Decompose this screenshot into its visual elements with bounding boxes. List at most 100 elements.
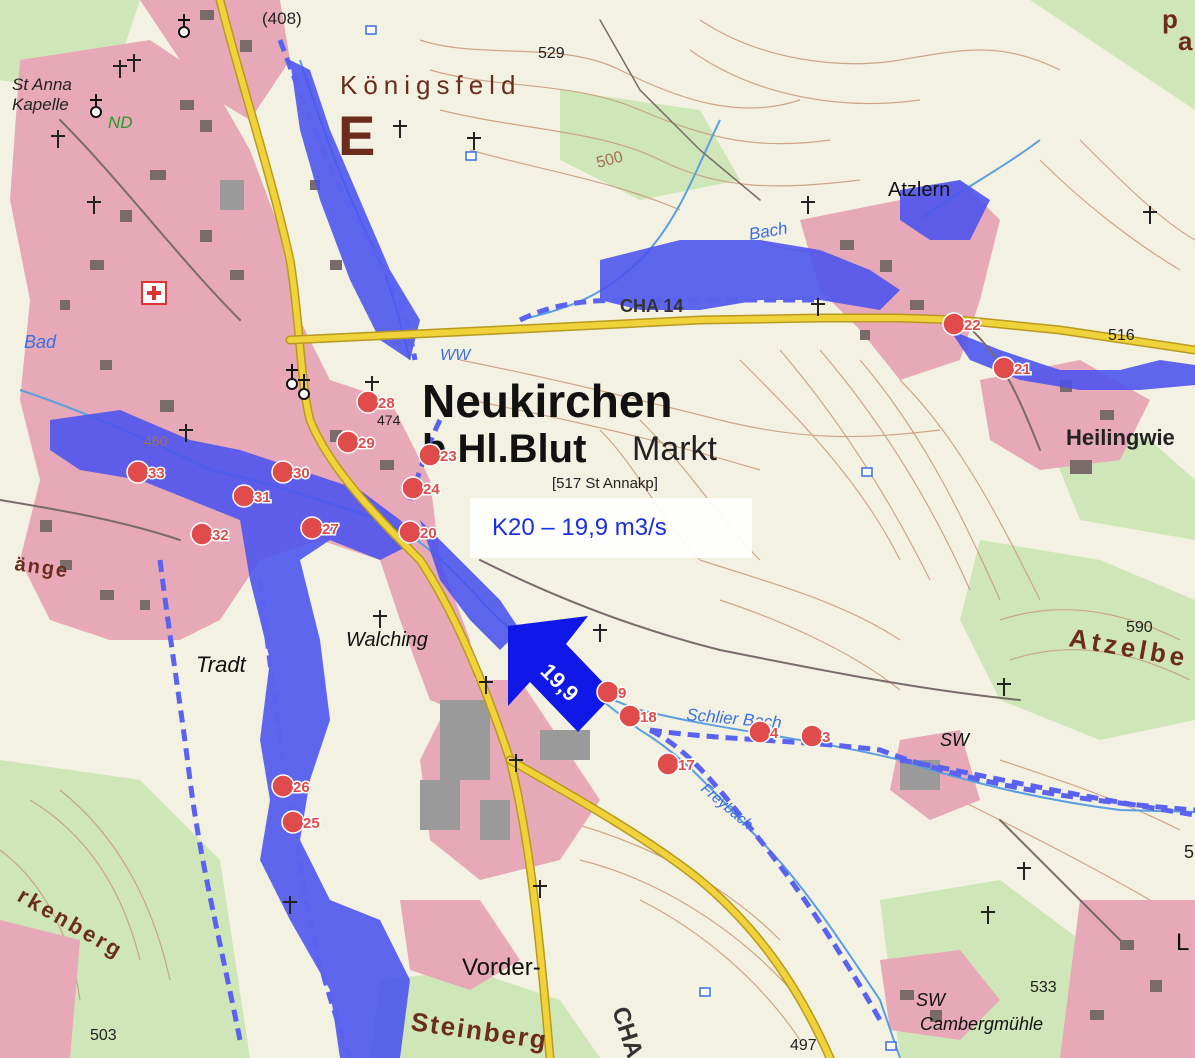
label-sw-1: SW (940, 730, 971, 750)
marker-dot (190, 522, 214, 546)
marker-19: 9 (596, 680, 628, 704)
label-annakp: [517 St Annakp] (552, 475, 658, 492)
marker-dot (942, 312, 966, 336)
marker-label: 25 (303, 815, 320, 832)
elev-497: 497 (790, 1037, 817, 1054)
elev-5: 5 (1184, 842, 1194, 862)
flood-boundary-lines (157, 39, 1195, 1058)
elev-408: (408) (262, 9, 302, 28)
elev-474: 474 (377, 412, 401, 428)
marker-label: 21 (1014, 361, 1031, 378)
label-walching: Walching (346, 629, 428, 651)
marker-dot (271, 460, 295, 484)
water-point-icons (365, 25, 897, 1051)
label-nd: ND (108, 113, 133, 132)
flood-areas (50, 60, 1195, 1058)
marker-20: 20 (398, 520, 438, 544)
label-neukirchen: Neukirchen (422, 375, 673, 427)
marker-25: 25 (281, 810, 321, 834)
marker-dot (126, 460, 150, 484)
marker-label: 27 (322, 521, 339, 538)
marker-dot (596, 680, 620, 704)
marker-label: 29 (358, 435, 375, 452)
elev-516: 516 (1108, 327, 1135, 344)
marker-24: 24 (401, 476, 442, 500)
elev-500: 500 (595, 149, 625, 172)
marker-28: 28 (356, 390, 396, 414)
marker-label: 20 (420, 525, 437, 542)
marker-22: 22 (942, 312, 982, 336)
marker-dot (418, 443, 442, 467)
label-l-right: L (1176, 929, 1189, 956)
marker-label: 30 (293, 465, 310, 482)
marker-dot (271, 774, 295, 798)
marker-14: 4 (748, 720, 781, 744)
label-bhlblut: b.Hl.Blut (422, 427, 586, 471)
marker-label: 4 (770, 725, 779, 742)
marker-label: 3 (822, 729, 830, 746)
marker-dot (300, 516, 324, 540)
buildings (40, 10, 1162, 1022)
elev-503: 503 (90, 1027, 117, 1044)
marker-32: 32 (190, 522, 230, 546)
elev-529: 529 (538, 45, 565, 62)
marker-13: 3 (800, 724, 832, 748)
marker-label: 26 (293, 779, 310, 796)
marker-30: 30 (271, 460, 311, 484)
marker-29: 29 (336, 430, 376, 454)
flow-arrow-shape (508, 616, 614, 732)
marker-dot (398, 520, 422, 544)
marker-dot (281, 810, 305, 834)
discharge-info-text: K20 – 19,9 m3/s (492, 514, 667, 541)
church-icon (90, 14, 310, 400)
label-st-anna: St Anna (12, 75, 72, 94)
elev-460: 460 (144, 433, 168, 449)
industrial-buildings (220, 180, 940, 840)
marker-dot (232, 484, 256, 508)
marker-dot (356, 390, 380, 414)
hospital-icon (141, 281, 167, 305)
label-ww: WW (440, 347, 472, 364)
marker-label: 33 (148, 465, 165, 482)
marker-31: 31 (232, 484, 272, 508)
marker-label: 17 (678, 757, 695, 774)
label-atzlern: Atzlern (888, 179, 950, 201)
label-vorder: Vorder- (462, 954, 541, 981)
marker-21: 21 (992, 356, 1032, 380)
marker-dot (401, 476, 425, 500)
marker-27: 27 (300, 516, 340, 540)
marker-26: 26 (271, 774, 311, 798)
marker-23: 23 (418, 443, 458, 467)
marker-label: 31 (254, 489, 271, 506)
label-cha14: CHA 14 (620, 296, 683, 316)
elevation-labels: (408) 529 500 516 474 460 590 533 503 49… (90, 9, 1194, 1054)
marker-label: 28 (378, 395, 395, 412)
label-tradt: Tradt (196, 652, 247, 677)
marker-17: 17 (656, 752, 696, 776)
marker-dot (656, 752, 680, 776)
marker-label: 18 (640, 709, 657, 726)
elev-590: 590 (1126, 619, 1153, 636)
marker-dot (336, 430, 360, 454)
label-e-letter: E (338, 104, 375, 167)
elev-533: 533 (1030, 979, 1057, 996)
marker-label: 32 (212, 527, 229, 544)
label-markt: Markt (632, 430, 718, 468)
label-sw-2: SW (916, 990, 947, 1010)
label-bad: Bad (24, 332, 57, 352)
label-kapelle: Kapelle (12, 95, 69, 114)
marker-33: 33 (126, 460, 166, 484)
cross-symbols (51, 54, 1157, 924)
label-a-top: a (1178, 26, 1193, 56)
marker-label: 22 (964, 317, 981, 334)
marker-dot (992, 356, 1016, 380)
label-p-top: p (1162, 4, 1178, 34)
discharge-info-box (470, 498, 752, 558)
marker-18: 18 (618, 704, 658, 728)
label-cambergmuehle: Cambergmühle (920, 1014, 1043, 1034)
marker-label: 23 (440, 448, 457, 465)
marker-label: 9 (618, 685, 626, 702)
label-heilingwies: Heilingwie (1066, 425, 1175, 450)
